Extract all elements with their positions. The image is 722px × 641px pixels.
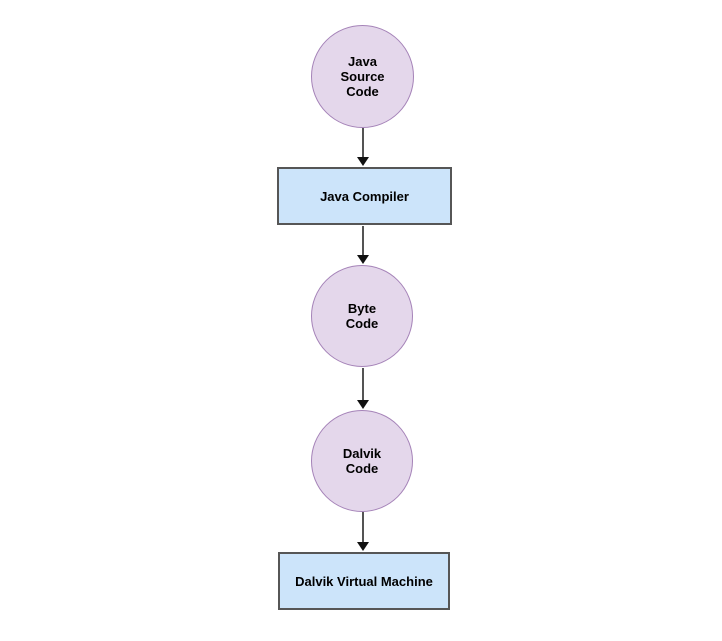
node-java-compiler: Java Compiler (277, 167, 452, 225)
arrow-line (362, 368, 364, 400)
node-dalvik-virtual-machine-label: Dalvik Virtual Machine (295, 573, 433, 589)
arrow-line (362, 128, 364, 157)
arrow-down-icon (357, 542, 369, 551)
arrow-line (362, 226, 364, 255)
node-java-source-code-label: Java Source Code (340, 54, 385, 99)
node-dalvik-code-label: Dalvik Code (342, 446, 382, 476)
node-java-source-code: Java Source Code (311, 25, 414, 128)
arrow-source-to-compiler (357, 128, 369, 166)
arrow-line (362, 512, 364, 542)
node-java-compiler-label: Java Compiler (320, 188, 409, 204)
arrow-down-icon (357, 400, 369, 409)
arrow-dalvikcode-to-dvm (357, 512, 369, 551)
node-byte-code-label: Byte Code (345, 301, 379, 331)
node-byte-code: Byte Code (311, 265, 413, 367)
node-dalvik-code: Dalvik Code (311, 410, 413, 512)
arrow-bytecode-to-dalvikcode (357, 368, 369, 409)
arrow-down-icon (357, 255, 369, 264)
arrow-compiler-to-bytecode (357, 226, 369, 264)
arrow-down-icon (357, 157, 369, 166)
node-dalvik-virtual-machine: Dalvik Virtual Machine (278, 552, 450, 610)
